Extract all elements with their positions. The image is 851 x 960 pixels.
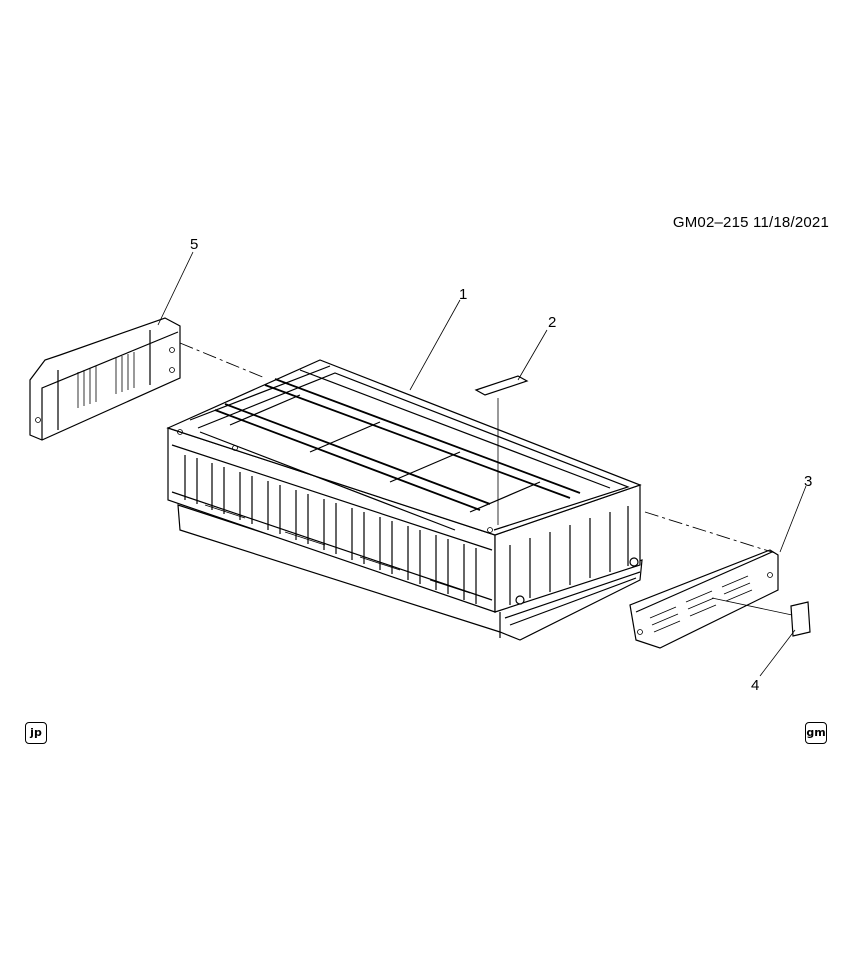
end-module-bays xyxy=(509,506,639,605)
battery-pack-assembly xyxy=(166,359,643,641)
end-plate-left xyxy=(29,317,181,441)
callout-3: 3 xyxy=(804,473,812,490)
end-plate-right xyxy=(629,549,779,649)
gm-logo-badge: gm xyxy=(805,722,827,744)
side-cooling-fins xyxy=(184,455,477,604)
callout-5: 5 xyxy=(190,236,198,253)
leader-lines xyxy=(157,251,807,677)
callout-1: 1 xyxy=(459,286,467,303)
pack-label xyxy=(474,375,529,396)
callout-4: 4 xyxy=(751,677,759,694)
end-plate-label xyxy=(790,601,811,637)
jp-badge: jp xyxy=(25,722,47,744)
diagram-code-date: GM02–215 11/18/2021 xyxy=(672,214,829,231)
callout-2: 2 xyxy=(548,314,556,331)
